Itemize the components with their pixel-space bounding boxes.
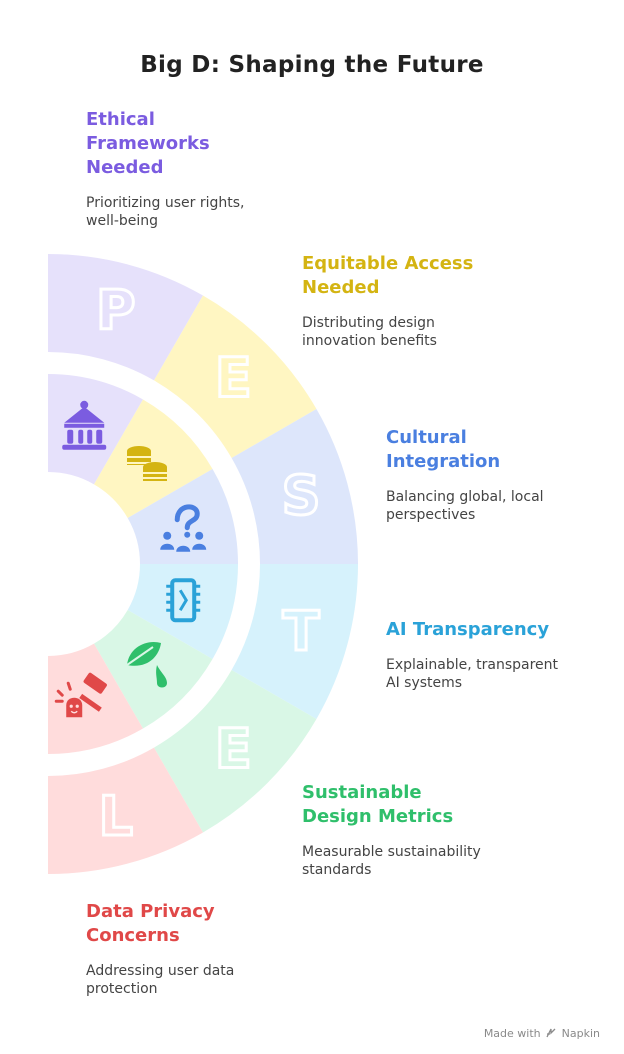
outer-segment-3 [231,409,358,564]
pestel-letter-5: E [215,717,252,780]
footer-brand: Napkin [561,1027,600,1040]
item-description: Distributing design innovation benefits [302,315,437,349]
pestel-item-t: AI Transparency Explainable, transparent… [386,618,616,692]
pestel-item-e1: Equitable Access Needed Distributing des… [302,252,532,350]
inner-segment-4 [127,564,238,659]
item-description: Prioritizing user rights, well-being [86,195,245,229]
government-building-icon [62,400,107,450]
pestel-letter-2: E [215,347,252,410]
item-description: Explainable, transparent AI systems [386,657,558,691]
item-heading: Sustainable Design Metrics [302,782,454,827]
pestel-letter-3: S [282,464,321,527]
pestel-item-l: Data Privacy Concerns Addressing user da… [86,900,316,998]
inner-segment-5 [94,610,213,729]
item-description: Balancing global, local perspectives [386,489,544,523]
outer-segment-5 [154,670,317,833]
pestel-item-e2: Sustainable Design Metrics Measurable su… [302,781,532,879]
item-heading: Data Privacy Concerns [86,901,215,946]
coins-stack-icon [126,446,167,482]
inner-segment-1 [48,374,143,485]
napkin-watermark: Made with Napkin [484,1027,600,1040]
outer-segment-4 [231,564,358,719]
outer-segment-2 [154,295,317,458]
pestel-letter-1: P [96,279,136,342]
item-heading: AI Transparency [386,619,550,640]
leaf-water-drop-icon [126,641,167,688]
item-heading: Equitable Access Needed [302,253,474,298]
item-description: Measurable sustainability standards [302,844,481,878]
microchip-icon [166,578,201,623]
inner-segment-3 [127,469,238,564]
pestel-item-p: Ethical Frameworks Needed Prioritizing u… [86,108,316,230]
inner-segment-2 [94,399,213,518]
diagram-title: Big D: Shaping the Future [140,52,484,78]
item-heading: Cultural Integration [386,427,501,472]
inner-segment-6 [48,643,143,754]
napkin-logo-icon [546,1028,556,1038]
people-question-icon [160,504,207,552]
item-description: Addressing user data protection [86,963,235,997]
gavel-icon [54,672,107,718]
outer-segment-1 [48,254,203,381]
footer-text: Made with [483,1027,541,1040]
item-heading: Ethical Frameworks Needed [86,109,210,178]
pestel-letter-4: T [283,600,320,663]
pestel-item-s: Cultural Integration Balancing global, l… [386,426,616,524]
pestel-letter-6: L [99,785,133,848]
outer-segment-6 [48,747,203,874]
